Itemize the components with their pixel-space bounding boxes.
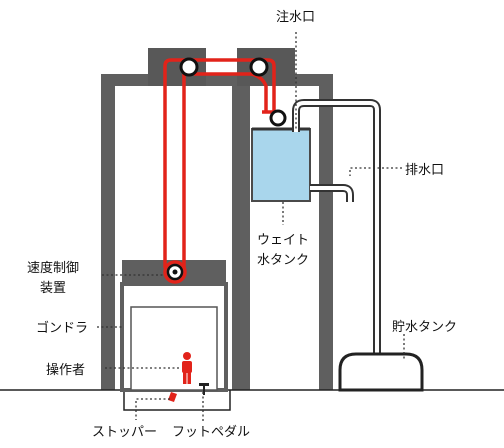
label-gondola: ゴンドラ (36, 320, 88, 336)
leader-lines (97, 32, 405, 423)
left-shaft-right-pillar (232, 84, 245, 390)
left-shaft-left-pillar (101, 84, 115, 390)
right-shaft-right-pillar (319, 84, 333, 390)
cable (163, 58, 281, 284)
stopper (168, 392, 177, 402)
top-crossbeam (101, 74, 333, 86)
label-speed-control-2: 装置 (40, 281, 66, 296)
speed-control-wheel-icon (166, 263, 184, 281)
pulley-icon (179, 57, 287, 127)
gondola-door (130, 306, 218, 391)
label-drain-outlet: 排水口 (405, 163, 444, 178)
drain-pipe-inner (310, 186, 352, 202)
storage-tank (338, 352, 424, 392)
label-operator: 操作者 (46, 362, 85, 378)
right-shaft-left-pillar (245, 84, 250, 390)
label-water-inlet: 注水口 (276, 10, 315, 25)
label-storage-tank: 貯水タンク (392, 320, 457, 335)
label-foot-pedal: フットペダル (172, 425, 250, 440)
supply-pipe-inner (294, 101, 379, 386)
label-weight-tank-1: ウェイト (257, 233, 309, 248)
weight-water-tank (251, 128, 311, 202)
foot-pedal (199, 383, 209, 395)
pedal-pit (123, 390, 231, 411)
label-weight-tank-2: 水タンク (257, 253, 309, 268)
label-stopper: ストッパー (92, 425, 157, 440)
person-icon (182, 352, 192, 384)
label-speed-control-1: 速度制御 (27, 260, 79, 276)
